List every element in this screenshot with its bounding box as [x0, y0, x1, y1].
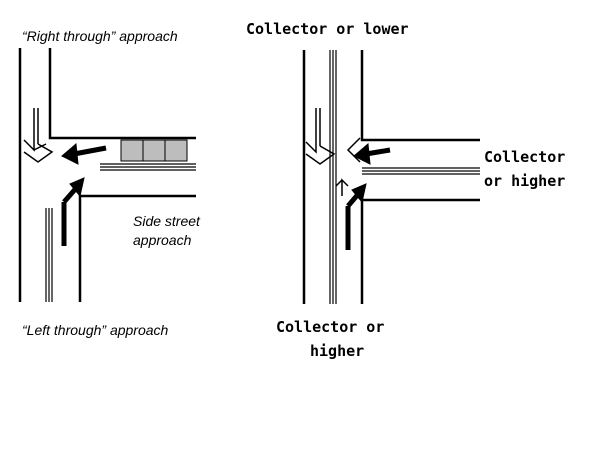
- left-hollow-down-arrow-icon: [23, 108, 54, 163]
- side-street-label-line1: Side street: [133, 213, 200, 229]
- right-center-lines: [329, 50, 480, 304]
- left-upper-corner-curb: [48, 48, 196, 140]
- left-through-approach-label: “Left through” approach: [22, 322, 169, 338]
- queued-vehicles: [120, 139, 188, 162]
- collector-or-lower-label: Collector or lower: [246, 20, 409, 38]
- right-road-label-line2: or higher: [484, 172, 566, 190]
- right-solid-up-arrow-icon: [345, 183, 367, 250]
- right-hollow-up-arrow-icon: [335, 178, 349, 196]
- right-lower-corner-curb: [360, 198, 480, 304]
- right-solid-left-arrow-icon: [353, 142, 391, 165]
- right-through-approach-label: “Right through” approach: [22, 28, 178, 44]
- queued-vehicle-3: [164, 139, 188, 162]
- left-solid-up-arrow-icon: [61, 177, 85, 246]
- right-hollow-down-arrow-icon: [305, 108, 336, 165]
- bottom-road-label-line1: Collector or: [276, 318, 385, 336]
- side-street-label-line2: approach: [133, 232, 192, 248]
- right-road-label-line1: Collector: [484, 148, 566, 166]
- left-center-lines: [45, 163, 196, 302]
- left-solid-left-arrow-icon: [61, 142, 107, 165]
- right-upper-corner-curb: [360, 50, 480, 142]
- right-hollow-left-arrow-icon: [346, 137, 361, 163]
- bottom-road-label-line2: higher: [310, 342, 365, 360]
